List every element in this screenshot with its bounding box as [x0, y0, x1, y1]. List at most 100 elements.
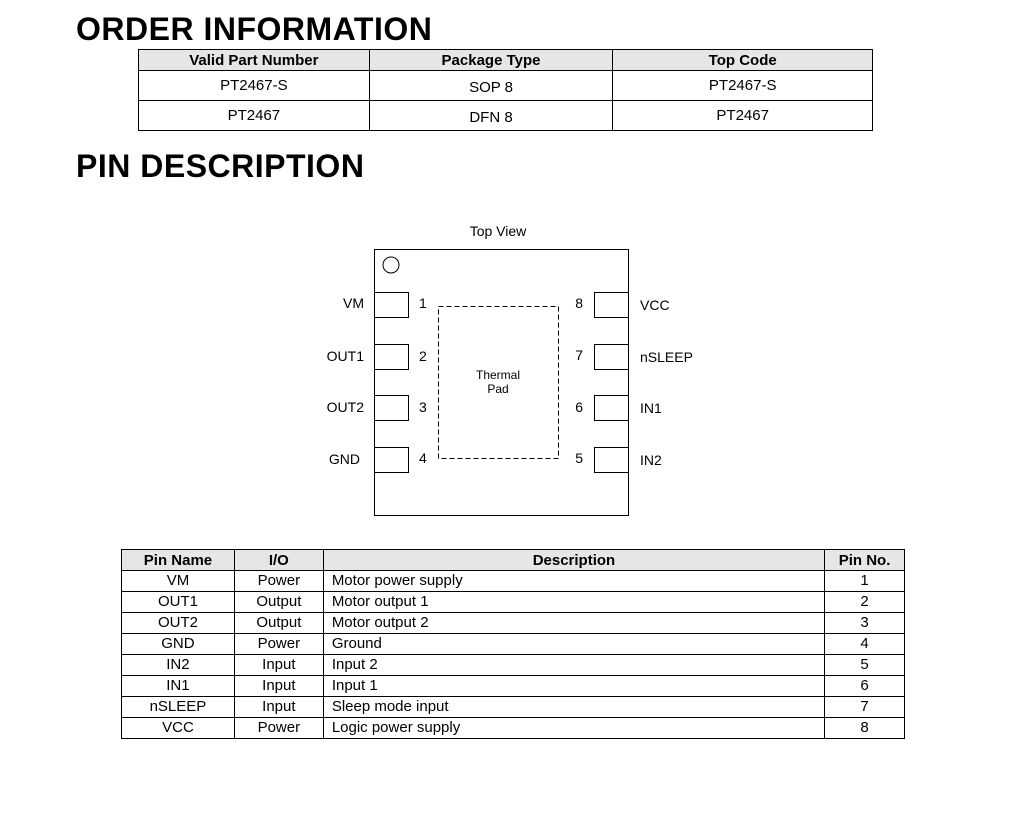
package-type-cell: SOP 8 [368, 70, 614, 101]
description-cell: Ground [322, 633, 826, 655]
io-cell: Input [233, 696, 324, 718]
pin-name-label: VM [343, 295, 364, 311]
right-pin-vcc: 8 VCC [575, 292, 670, 318]
table-row: PT2467-S SOP 8 PT2467-S [138, 70, 873, 101]
pin-number-cell: 2 [824, 591, 905, 613]
description-cell: Motor output 2 [322, 612, 826, 634]
table-row: IN1 Input Input 1 6 [121, 675, 905, 697]
pin-name-label: OUT2 [327, 399, 365, 415]
table-row: IN2 Input Input 2 5 [121, 654, 905, 676]
package-body [374, 249, 629, 516]
thermal-pad-label: Thermal [476, 368, 520, 382]
description-cell: Input 2 [322, 654, 826, 676]
io-cell: Output [233, 612, 324, 634]
pin-name-cell: IN1 [121, 675, 235, 697]
description-cell: Motor output 1 [322, 591, 826, 613]
column-header-pin-name: Pin Name [121, 549, 235, 571]
table-row: VCC Power Logic power supply 8 [121, 717, 905, 739]
column-header-package-type: Package Type [368, 49, 614, 71]
package-pinout-diagram: Top View Thermal Pad VM 1 OUT1 2 OUT2 3 … [327, 223, 693, 516]
description-cell: Sleep mode input [322, 696, 826, 718]
pin-number-label: 4 [419, 450, 427, 466]
package-type-cell: DFN 8 [368, 100, 614, 131]
pin-pad [374, 344, 409, 370]
pin-pad [374, 292, 409, 318]
pin-name-cell: OUT2 [121, 612, 235, 634]
io-cell: Power [233, 717, 324, 739]
pin-number-cell: 3 [824, 612, 905, 634]
table-row: PT2467 DFN 8 PT2467 [138, 100, 873, 131]
table-row: VM Power Motor power supply 1 [121, 570, 905, 592]
pin-name-label: nSLEEP [640, 349, 693, 365]
pin-number-label: 1 [419, 295, 427, 311]
io-cell: Input [233, 675, 324, 697]
table-header-row: Valid Part Number Package Type Top Code [138, 49, 873, 71]
top-code-cell: PT2467-S [612, 70, 873, 101]
io-cell: Output [233, 591, 324, 613]
left-pin-out1: OUT1 2 [327, 344, 427, 370]
description-cell: Logic power supply [322, 717, 826, 739]
table-header-row: Pin Name I/O Description Pin No. [121, 549, 905, 571]
io-cell: Input [233, 654, 324, 676]
pin-description-table: Pin Name I/O Description Pin No. VM Powe… [121, 549, 905, 739]
right-pin-in1: 6 IN1 [575, 395, 662, 421]
pin-number-label: 6 [575, 399, 583, 415]
pin-number-cell: 6 [824, 675, 905, 697]
io-cell: Power [233, 633, 324, 655]
pin-name-label: VCC [640, 297, 670, 313]
left-pin-vm: VM 1 [343, 292, 427, 318]
pin-number-label: 8 [575, 295, 583, 311]
pin-name-cell: nSLEEP [121, 696, 235, 718]
order-information-title: ORDER INFORMATION [76, 11, 433, 47]
description-cell: Motor power supply [322, 570, 826, 592]
column-header-pin-no: Pin No. [824, 549, 905, 571]
description-cell: Input 1 [322, 675, 826, 697]
thermal-pad-label: Pad [487, 382, 508, 396]
pin-number-label: 7 [575, 347, 583, 363]
top-code-cell: PT2467 [612, 100, 873, 131]
part-number-cell: PT2467 [138, 100, 370, 131]
pin-name-cell: GND [121, 633, 235, 655]
pin-number-cell: 7 [824, 696, 905, 718]
pin-number-cell: 4 [824, 633, 905, 655]
pin-pad [594, 344, 629, 370]
pin-name-label: IN2 [640, 452, 662, 468]
table-row: OUT2 Output Motor output 2 3 [121, 612, 905, 634]
pin-number-label: 2 [419, 348, 427, 364]
right-pin-in2: 5 IN2 [575, 447, 662, 473]
pin-number-cell: 8 [824, 717, 905, 739]
table-row: GND Power Ground 4 [121, 633, 905, 655]
pin-description-title: PIN DESCRIPTION [76, 148, 365, 184]
pin-name-label: IN1 [640, 400, 662, 416]
right-pin-nsleep: 7 nSLEEP [575, 344, 693, 370]
table-row: OUT1 Output Motor output 1 2 [121, 591, 905, 613]
pin-pad [594, 447, 629, 473]
order-information-table: Valid Part Number Package Type Top Code … [138, 49, 873, 131]
pin1-indicator [382, 256, 400, 274]
left-pin-out2: OUT2 3 [327, 395, 427, 421]
column-header-io: I/O [233, 549, 324, 571]
pin-number-label: 3 [419, 399, 427, 415]
thermal-pad [438, 306, 559, 459]
left-pin-gnd: GND 4 [329, 447, 427, 473]
pin-name-cell: VCC [121, 717, 235, 739]
top-view-label: Top View [470, 223, 527, 239]
column-header-description: Description [322, 549, 826, 571]
pin-number-label: 5 [575, 450, 583, 466]
pin-name-cell: VM [121, 570, 235, 592]
pin-pad [594, 395, 629, 421]
pin-name-label: GND [329, 451, 360, 467]
pin-pad [374, 395, 409, 421]
pin-name-cell: OUT1 [121, 591, 235, 613]
pin-pad [374, 447, 409, 473]
column-header-top-code: Top Code [612, 49, 873, 71]
io-cell: Power [233, 570, 324, 592]
pin-pad [594, 292, 629, 318]
pin-number-cell: 1 [824, 570, 905, 592]
part-number-cell: PT2467-S [138, 70, 370, 101]
table-row: nSLEEP Input Sleep mode input 7 [121, 696, 905, 718]
pin-name-cell: IN2 [121, 654, 235, 676]
pin-number-cell: 5 [824, 654, 905, 676]
column-header-part-number: Valid Part Number [138, 49, 370, 71]
pin-name-label: OUT1 [327, 348, 365, 364]
